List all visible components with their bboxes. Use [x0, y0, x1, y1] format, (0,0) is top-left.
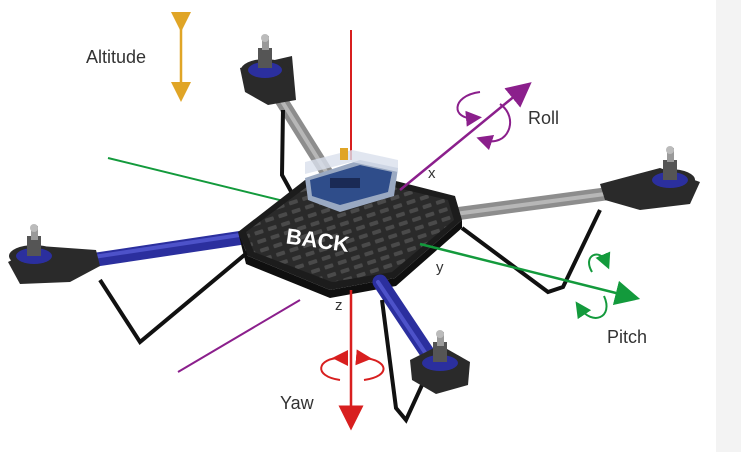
- right-arm: [448, 185, 627, 295]
- roll-label: Roll: [528, 108, 559, 128]
- front-arm: [372, 274, 440, 424]
- motor-right: [600, 146, 700, 210]
- axis-x-label: x: [428, 165, 436, 182]
- roll-rotation-icon: [456, 91, 511, 151]
- roll-axis-back: [177, 299, 301, 373]
- axis-z-label: z: [335, 297, 343, 314]
- roll-axis-arrow: [399, 82, 532, 191]
- yaw-label: Yaw: [280, 393, 315, 413]
- center-plate: [238, 172, 462, 298]
- pitch-label: Pitch: [607, 327, 647, 347]
- right-margin-strip: [716, 0, 741, 452]
- pitch-axis-back: [107, 157, 301, 206]
- pitch-rotation-icon: [575, 251, 611, 320]
- motor-front: [410, 330, 470, 394]
- flight-controller: [305, 148, 398, 212]
- yaw-rotation-icon: [320, 349, 385, 381]
- motor-left: [8, 224, 100, 284]
- altitude-label: Altitude: [86, 47, 146, 67]
- pitch-axis-arrow: [419, 242, 641, 306]
- left-arm: [53, 228, 267, 345]
- motor-rear: [240, 34, 296, 105]
- axis-y-label: y: [436, 259, 444, 276]
